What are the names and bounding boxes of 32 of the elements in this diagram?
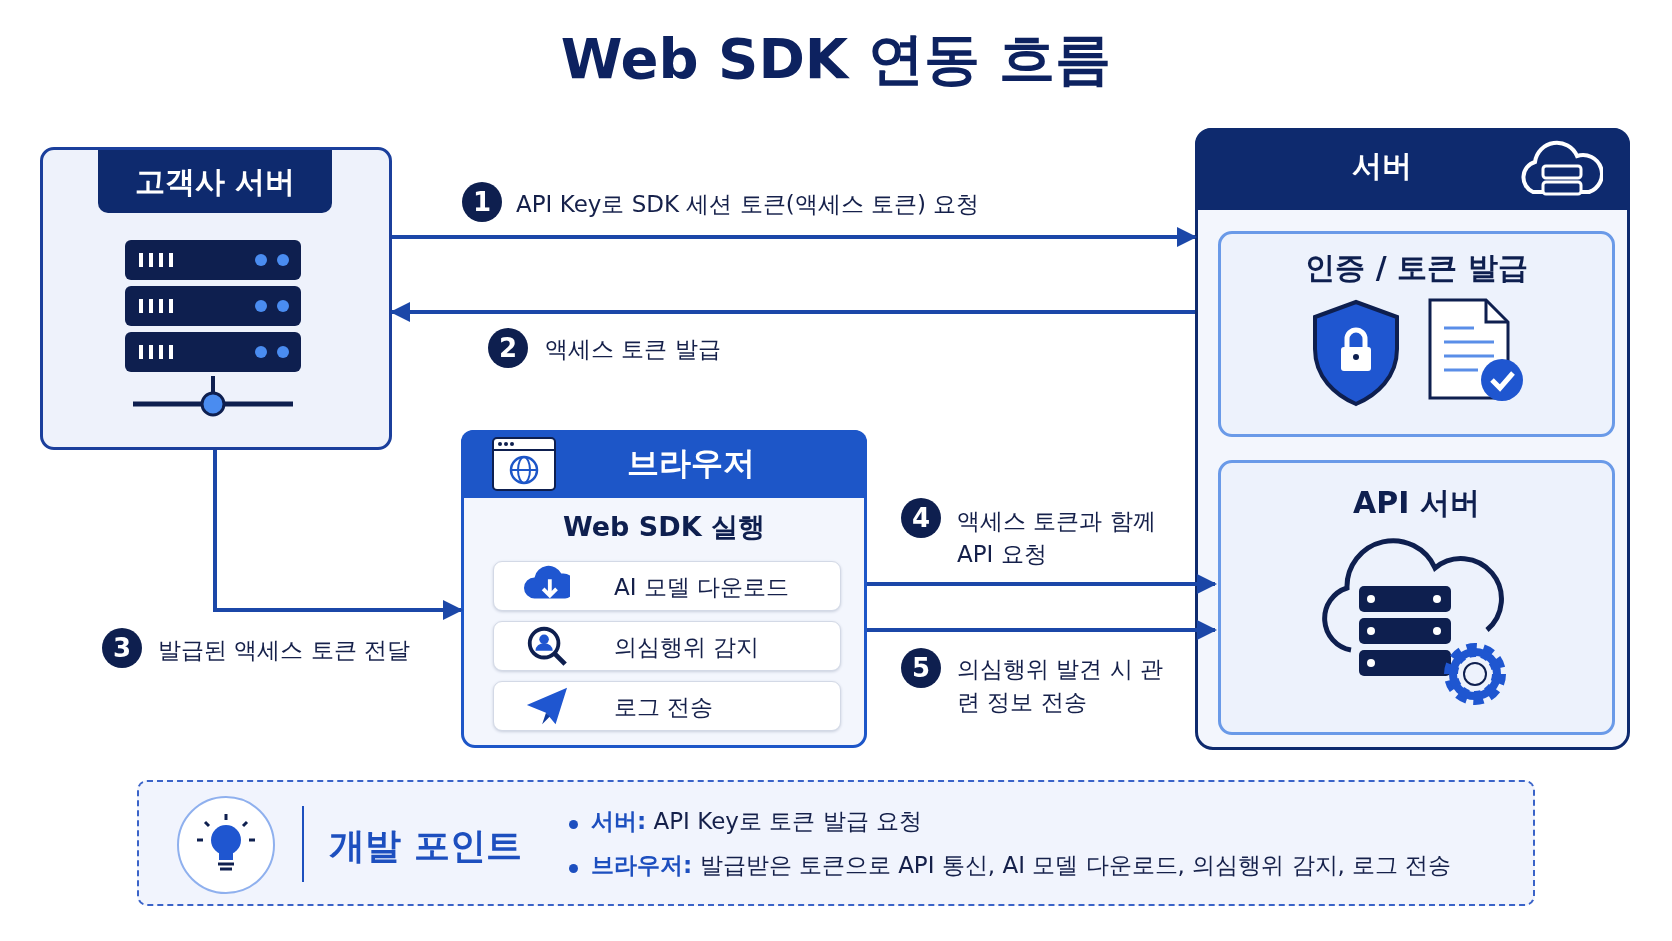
step-badge: 1 xyxy=(462,182,502,222)
bullet-text: 브라우저: 발급받은 토큰으로 API 통신, AI 모델 다운로드, 의심행위 감지, 로그 전송 xyxy=(591,851,1452,880)
title: Web SDK 연동 흐름 xyxy=(559,25,1113,93)
step-badge: 4 xyxy=(901,498,941,538)
arrow xyxy=(392,227,1197,247)
service-box xyxy=(1218,460,1615,735)
server-panel xyxy=(1195,128,1630,750)
service-box xyxy=(1218,231,1615,437)
panel-title: 브라우저 xyxy=(626,443,756,484)
feature-row xyxy=(493,561,841,611)
bullet-text: 서버: API Key로 토큰 발급 요청 xyxy=(591,807,922,836)
box-title: API 서버 xyxy=(1352,484,1481,522)
feature-label: 의심행위 감지 xyxy=(614,633,760,662)
server-panel xyxy=(40,147,392,450)
arrow xyxy=(213,450,463,620)
arrow xyxy=(867,574,1217,594)
heading-banner: 고객사 서버 xyxy=(98,150,332,213)
browser-panel xyxy=(461,430,867,748)
step-badge: 2 xyxy=(488,328,528,368)
step-badge: 5 xyxy=(901,648,941,688)
feature-label: 로그 전송 xyxy=(614,693,714,722)
box-title: 인증 / 토큰 발급 xyxy=(1304,249,1529,287)
step-badge: 3 xyxy=(102,628,142,668)
tip-panel xyxy=(137,780,1535,906)
feature-row xyxy=(493,681,841,731)
feature-label: AI 모델 다운로드 xyxy=(614,573,790,602)
subtitle: Web SDK 실행 xyxy=(561,510,766,544)
feature-row xyxy=(493,621,841,671)
panel-title: 서버 xyxy=(1351,147,1413,185)
panel-title: 개발 포인트 xyxy=(329,824,522,868)
arrow xyxy=(867,620,1217,640)
arrow xyxy=(390,302,1195,322)
